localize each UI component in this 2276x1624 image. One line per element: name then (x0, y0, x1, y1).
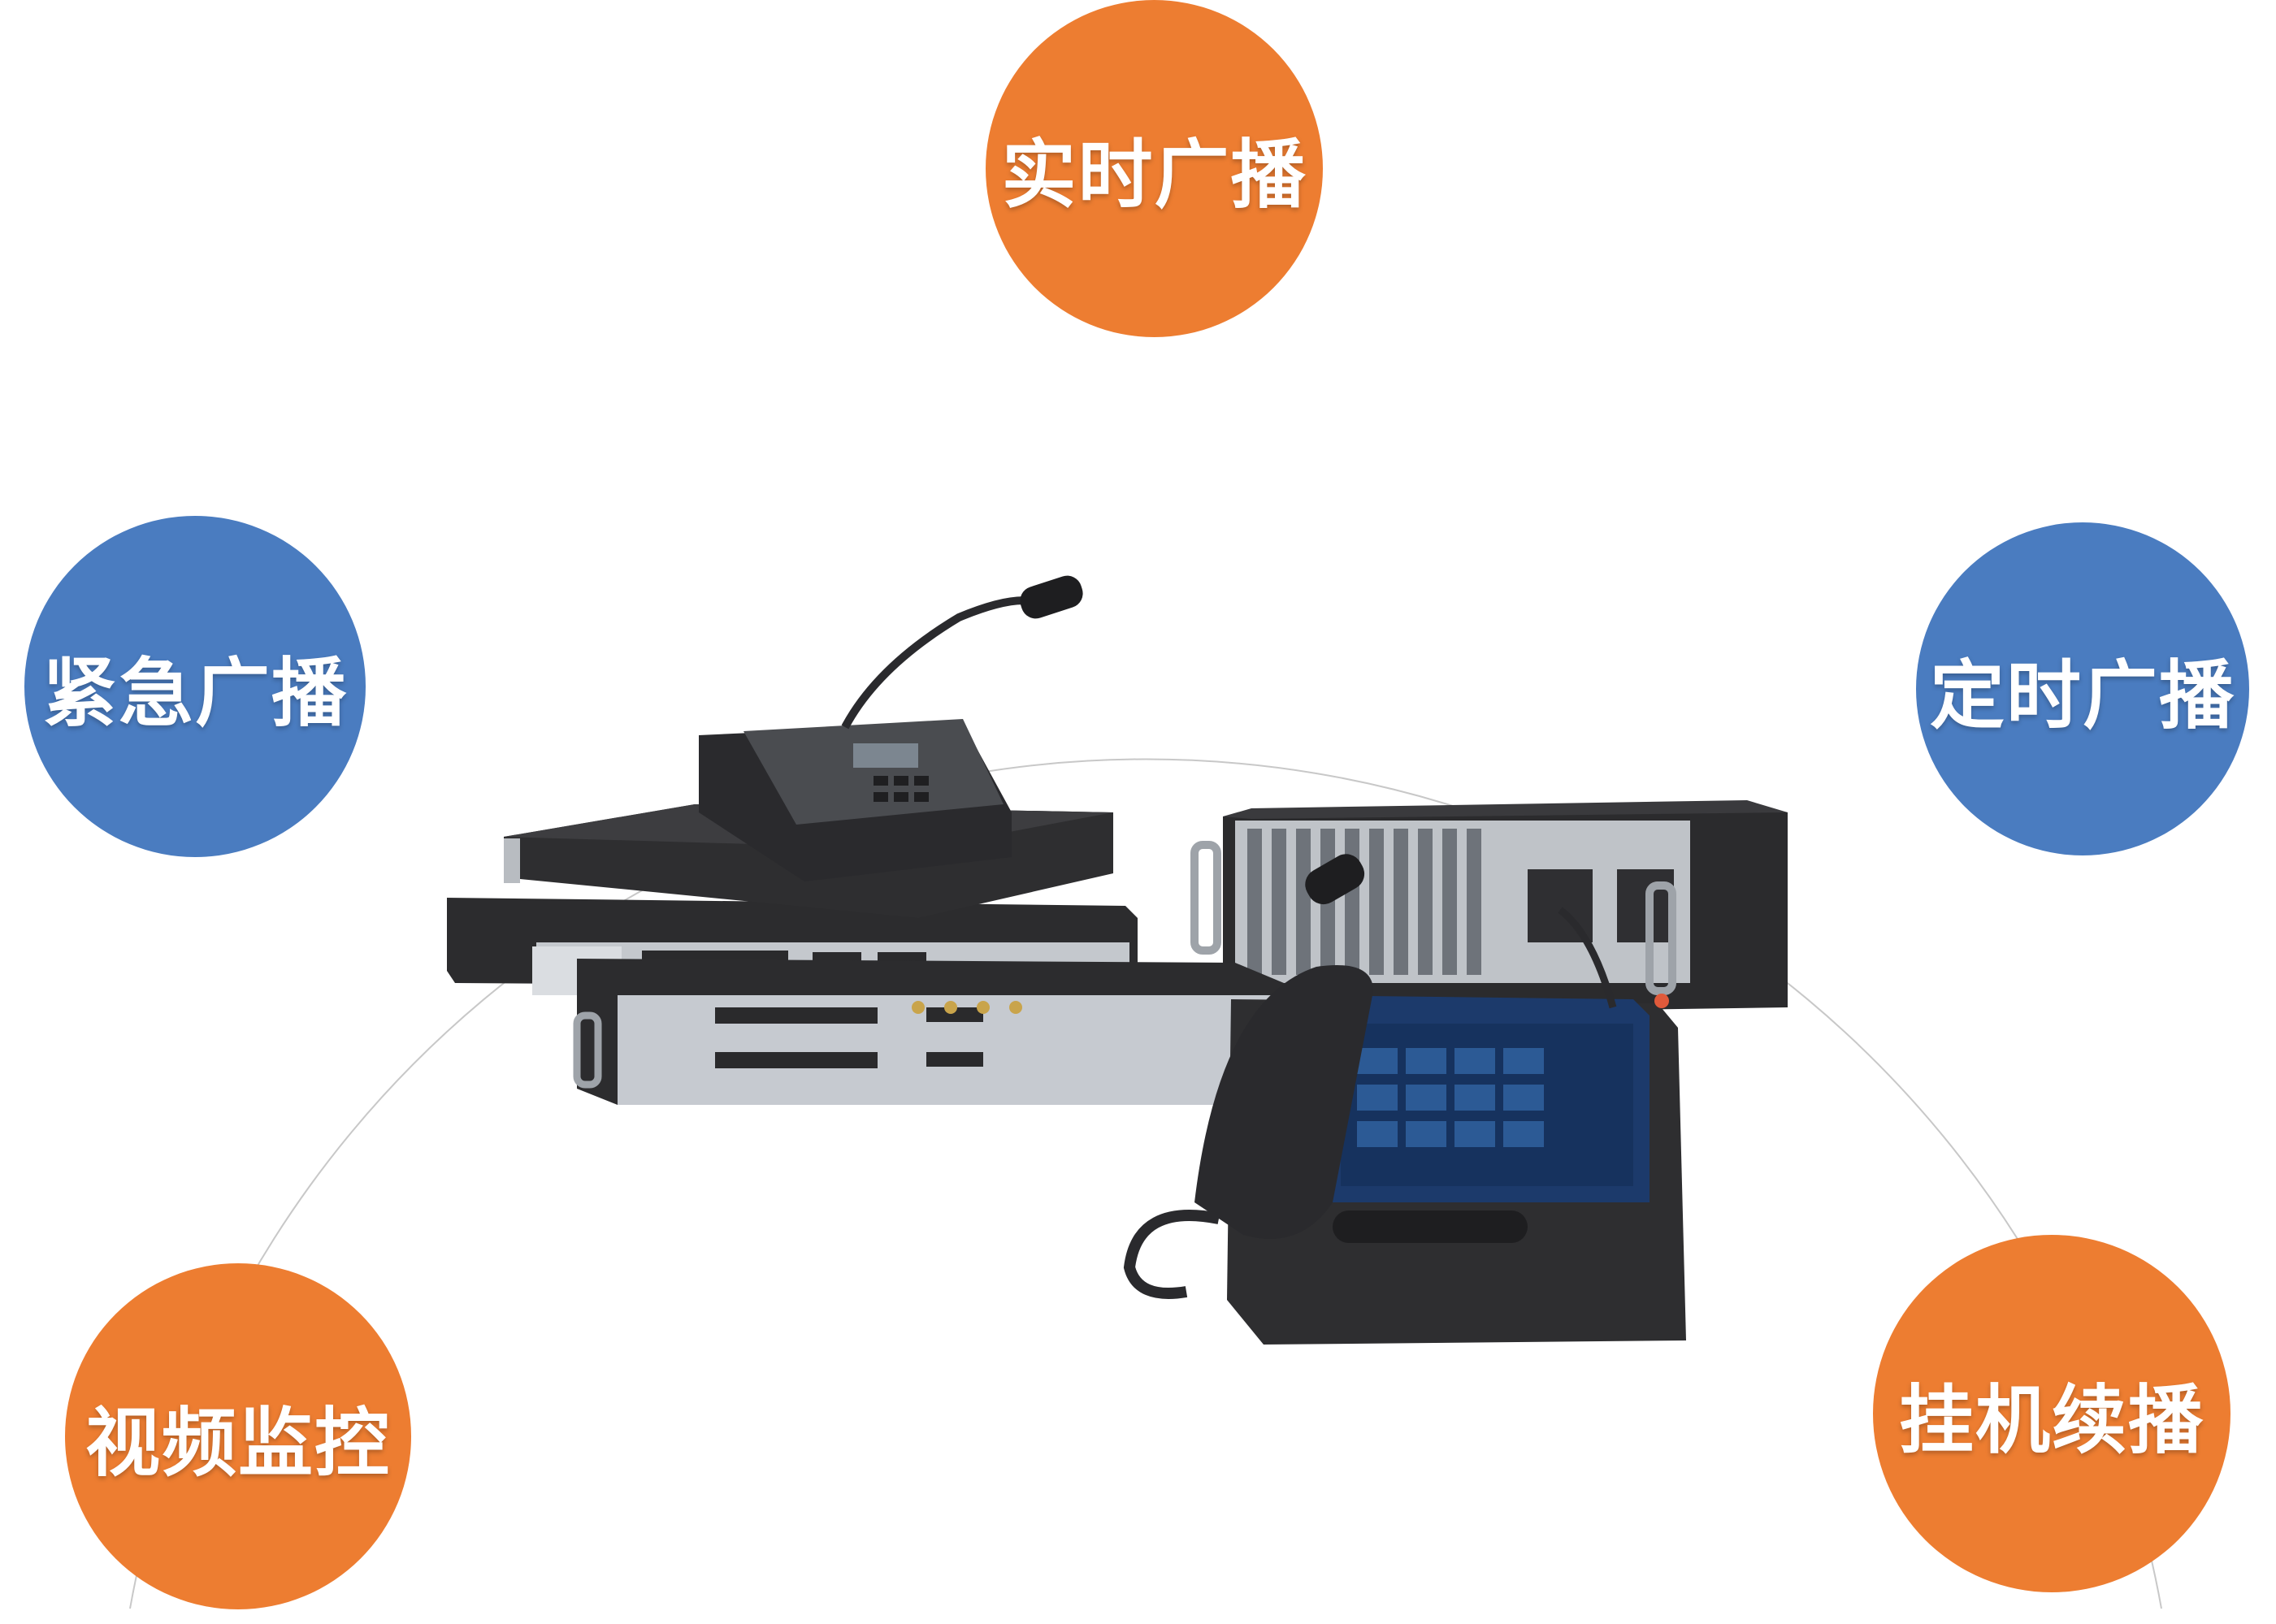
orbit-arc (129, 758, 2162, 1609)
feature-label-realtime-broadcast: 实时广播 (1001, 132, 1307, 219)
paging-console (699, 575, 1083, 881)
feature-node-video-surveillance: 视频监控 (65, 1263, 411, 1609)
feature-node-realtime-broadcast: 实时广播 (986, 0, 1323, 337)
feature-node-hangup-resume: 挂机续播 (1873, 1235, 2230, 1592)
equipment-illustration (447, 575, 1788, 1345)
feature-node-emergency-broadcast: 紧急广播 (24, 516, 366, 857)
feature-node-scheduled-broadcast: 定时广播 (1916, 522, 2249, 855)
rack-unit-2 (573, 959, 1284, 1105)
feature-label-emergency-broadcast: 紧急广播 (41, 649, 348, 737)
feature-label-hangup-resume: 挂机续播 (1898, 1376, 2204, 1464)
feature-label-video-surveillance: 视频监控 (85, 1399, 391, 1487)
feature-label-scheduled-broadcast: 定时广播 (1929, 652, 2235, 739)
touch-phone-terminal (1123, 854, 1686, 1345)
